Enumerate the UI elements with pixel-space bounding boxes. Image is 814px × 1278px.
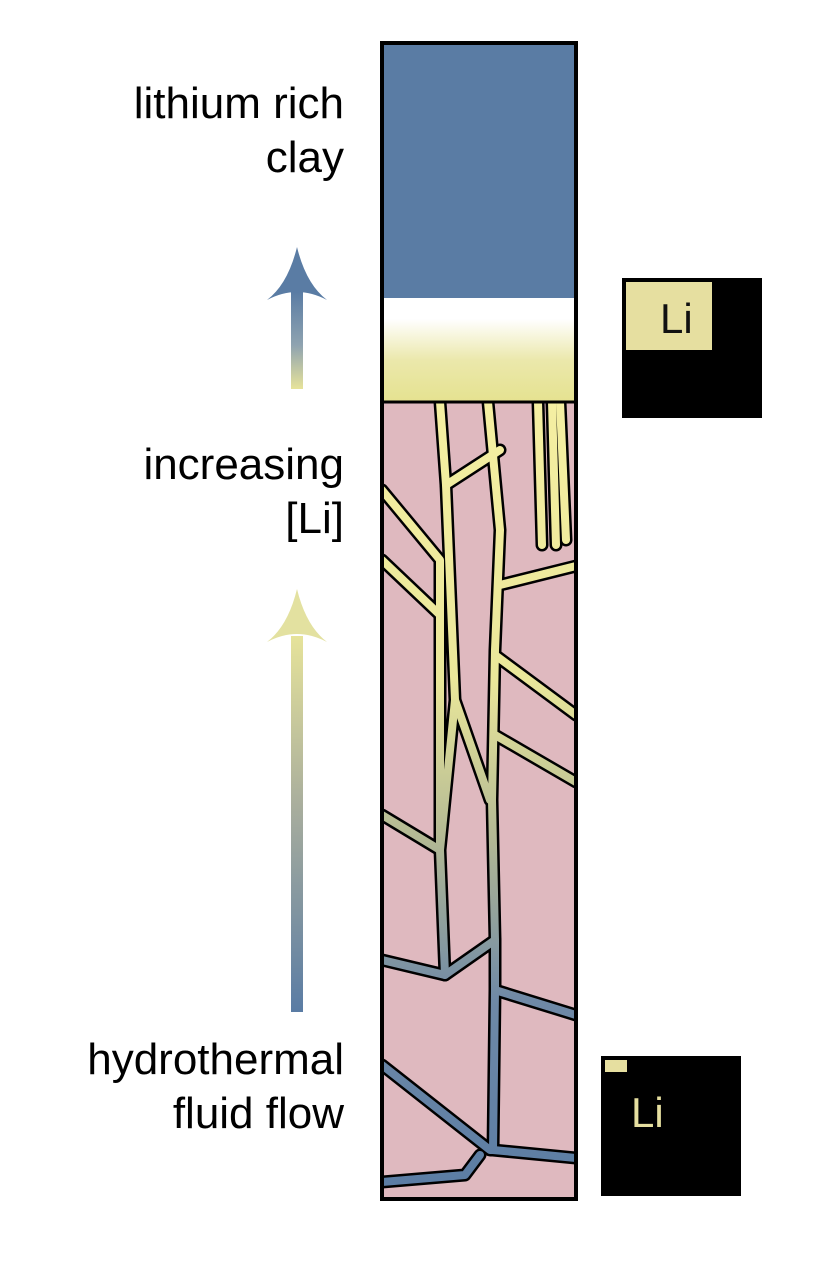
column-outline [380, 41, 578, 1201]
li-fill-high [626, 282, 712, 350]
label-line: hydrothermal [87, 1035, 344, 1084]
hydrothermal-fluid-flow-label: hydrothermal fluid flow [87, 1033, 344, 1141]
label-line: lithium rich [133, 79, 344, 128]
li-symbol: Li [660, 295, 693, 342]
fracture-veins [382, 402, 576, 1189]
upward-arrow-icon [267, 589, 327, 1012]
li-concentration-high-box: Li [622, 278, 762, 418]
transition-layer [382, 298, 576, 402]
label-line: fluid flow [172, 1089, 344, 1138]
li-concentration-low-box: Li [601, 1056, 741, 1196]
label-line: clay [265, 133, 344, 182]
label-line: increasing [143, 440, 344, 489]
increasing-li-label: increasing [Li] [143, 438, 344, 546]
lithium-rich-clay-label: lithium rich clay [134, 77, 344, 185]
upward-arrow-icon [267, 247, 327, 389]
clay-layer [382, 43, 576, 299]
li-fill-low [605, 1060, 627, 1072]
rock-column [380, 41, 578, 1201]
li-symbol: Li [631, 1089, 664, 1136]
label-line: [Li] [285, 494, 344, 543]
